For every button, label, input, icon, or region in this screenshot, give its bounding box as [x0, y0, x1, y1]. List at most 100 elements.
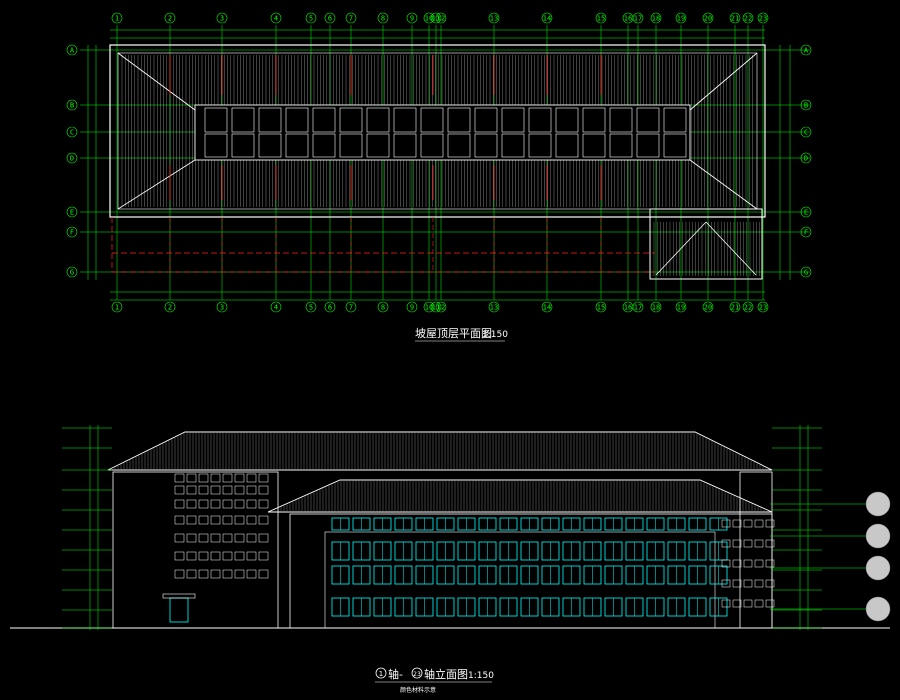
axis-bubble-label: 3: [220, 304, 224, 312]
skylight-cell: [474, 107, 498, 133]
skylight-cell: [582, 133, 606, 158]
window: [732, 599, 742, 608]
axis-bubble: [305, 301, 317, 313]
axis-bubble: [66, 99, 78, 111]
window: [210, 569, 221, 579]
axis-bubble-label: 23: [759, 304, 767, 312]
skylight-cell: [528, 133, 552, 158]
axis-bubble: [111, 12, 123, 24]
axis-bubble: [729, 12, 741, 24]
axis-bubble: [406, 12, 418, 24]
window: [246, 533, 257, 543]
window: [198, 485, 209, 495]
front-roof-tiles: [271, 481, 768, 512]
axis-bubble: [66, 152, 78, 164]
axis-bubble: [800, 126, 812, 138]
left-block-wall: [112, 471, 279, 629]
elevation-level-marks: [62, 425, 822, 630]
axis-bubble-label: 2: [168, 15, 172, 23]
window: [246, 569, 257, 579]
axis-bubble: [800, 226, 812, 238]
axis-bubble: [541, 301, 553, 313]
window: [210, 551, 221, 561]
axis-bubble: [66, 226, 78, 238]
window: [732, 559, 742, 568]
red-column-marks: [169, 55, 602, 272]
window: [198, 499, 209, 509]
axis-bubble-label: 19: [677, 15, 685, 23]
axis-bubble-label: 23: [759, 15, 767, 23]
axis-bubble-label: 16: [624, 304, 632, 312]
material-callouts: [770, 491, 891, 622]
window: [234, 551, 245, 561]
axis-bubble: [164, 301, 176, 313]
axis-bubble-label: 15: [597, 15, 605, 23]
window: [246, 551, 257, 561]
axis-bubble-label: 12: [437, 304, 445, 312]
skylight-cell: [312, 133, 336, 158]
skylight-cell: [285, 133, 309, 158]
plan-scale: 1:150: [482, 330, 508, 340]
axis-bubble-label: B: [804, 102, 808, 110]
facade-frame: [324, 531, 716, 629]
axis-bubble: [406, 301, 418, 313]
axis-bubble-label: F: [804, 229, 808, 237]
axis-bubble: [216, 301, 228, 313]
annex-roof-outline: [649, 208, 763, 280]
axis-bubble-label: 17: [634, 304, 642, 312]
skylight-cell: [636, 107, 660, 133]
window: [258, 499, 269, 509]
axis-bubble-label: 16: [624, 15, 632, 23]
front-roof: [267, 479, 773, 513]
axis-bubble-label: 6: [328, 15, 332, 23]
axis-bubble: [632, 301, 644, 313]
right-block-wall: [739, 471, 773, 629]
axis-bubble: [650, 301, 662, 313]
axis-bubble: [345, 301, 357, 313]
axis-bubble-label: 22: [744, 304, 752, 312]
window: [174, 533, 185, 543]
window: [765, 599, 775, 608]
lower-floor-dashed: [111, 217, 655, 273]
axis-bubble: [270, 301, 282, 313]
elevation-view: 1 轴- 23 轴立面图 1:150 颜色材料示意: [10, 425, 891, 694]
entrance-canopy: [162, 593, 196, 599]
material-circle: [865, 596, 891, 622]
skylight-cell: [339, 107, 363, 133]
window: [234, 499, 245, 509]
skylight-cell: [501, 107, 525, 133]
axis-bubble: [435, 301, 447, 313]
window: [198, 533, 209, 543]
axis-bubble: [800, 99, 812, 111]
window: [743, 559, 753, 568]
axis-bubble-label: 1: [115, 15, 119, 23]
axis-bubble-label: 22: [744, 15, 752, 23]
axis-bubble-label: 21: [731, 304, 739, 312]
skylight-cell: [447, 133, 471, 158]
annex-hatching: [653, 222, 760, 276]
window: [246, 473, 257, 483]
right-block-windows: [721, 519, 775, 608]
rear-roof-tiles: [111, 433, 770, 470]
axis-bubble-label: 9: [410, 15, 414, 23]
window: [210, 533, 221, 543]
axis-bubble: [800, 206, 812, 218]
window: [721, 519, 731, 528]
axis-bubble: [324, 12, 336, 24]
window: [743, 579, 753, 588]
axis-bubble-label: 1: [115, 304, 119, 312]
axis-23-bubble: [411, 667, 423, 679]
window: [174, 551, 185, 561]
window: [765, 519, 775, 528]
skylight-cell: [339, 133, 363, 158]
left-block-windows: [174, 473, 269, 579]
axis-bubble: [488, 301, 500, 313]
front-facade: [289, 513, 773, 629]
window: [258, 515, 269, 525]
axis-bubble: [66, 44, 78, 56]
axis-bubble: [742, 12, 754, 24]
axis-bubble-label: 2: [168, 304, 172, 312]
window: [210, 499, 221, 509]
material-circle: [865, 555, 891, 581]
skylight-cell: [312, 107, 336, 133]
